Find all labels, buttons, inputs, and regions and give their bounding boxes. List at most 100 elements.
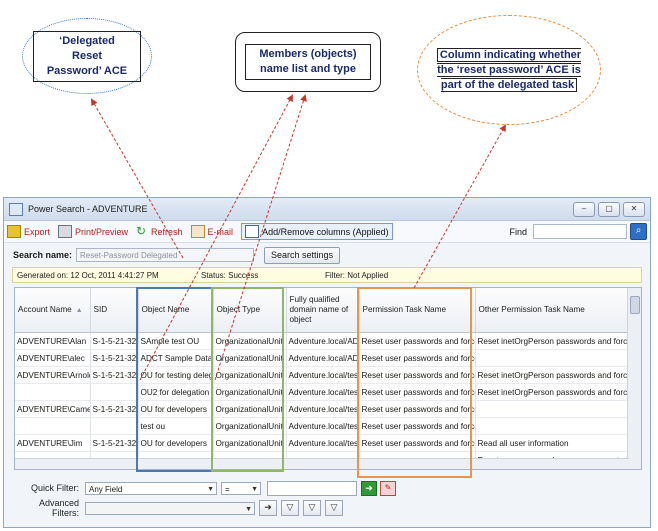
permission-task-cell: Reset user passwords and force — [359, 434, 476, 452]
account-name-cell: ADVENTURE\Alan — [15, 332, 91, 350]
permission-task-cell: Reset user passwords and force — [359, 400, 476, 418]
field-select-value: Any Field — [89, 484, 123, 494]
vertical-scrollbar[interactable] — [627, 288, 641, 469]
sid-cell: S-1-5-21-32 — [90, 332, 139, 350]
refresh-icon: ↻ — [136, 224, 147, 238]
find-button[interactable]: ⌕ — [630, 223, 647, 240]
column-header-fqdn[interactable]: Fully qualified domain name of object — [286, 288, 360, 333]
other-permission-task-cell: Reset inetOrgPerson passwords and force — [475, 383, 628, 401]
search-name-field: Reset-Password Delegated — [76, 248, 255, 262]
account-name-cell — [15, 417, 91, 435]
object-name-cell: OU2 for delegation — [138, 383, 214, 401]
object-type-cell: OrganizationalUnit — [213, 349, 287, 367]
restore-button[interactable]: ▢ — [598, 201, 620, 217]
search-icon: ⌕ — [635, 225, 642, 236]
column-header-other-permission-task[interactable]: Other Permission Task Name — [475, 288, 628, 333]
sid-cell — [90, 417, 139, 435]
other-permission-task-cell: Read all user information — [475, 434, 628, 452]
account-name-cell: ADVENTURE\Arnold — [15, 366, 91, 384]
column-header-object-name[interactable]: Object Name — [138, 288, 214, 333]
chevron-down-icon: ▼ — [245, 505, 252, 513]
refresh-label: Refresh — [151, 226, 183, 237]
quick-filter-field-select[interactable]: Any Field ▼ — [85, 481, 217, 495]
sid-cell: S-1-5-21-32 — [90, 434, 139, 452]
column-header-account-name[interactable]: Account Name▲ — [15, 288, 91, 333]
permission-task-cell: Reset user passwords and force — [359, 383, 476, 401]
advanced-filter-row: Advanced Filters: ▼ ➜ ▽ ▽ ▽ — [14, 498, 642, 518]
other-permission-task-cell — [475, 349, 628, 367]
search-name-row: Search name: Reset-Password Delegated Se… — [4, 243, 650, 267]
column-header-permission-task[interactable]: Permission Task Name — [359, 288, 476, 333]
search-settings-button[interactable]: Search settings — [264, 246, 341, 264]
advanced-filters-label: Advanced Filters: — [38, 498, 79, 518]
status-bar: Generated on: 12 Oct, 2011 4:41:27 PM St… — [12, 267, 642, 283]
arrow-right-icon: ➜ — [365, 482, 373, 493]
chevron-down-icon: ▼ — [207, 485, 214, 493]
clear-filter-button[interactable]: ✎ — [380, 480, 396, 496]
callout-members-text: Members (objects) name list and type — [259, 48, 357, 75]
columns-label: Add/Remove columns (Applied) — [262, 226, 389, 237]
results-table: Account Name▲ SID Object Name Object Typ… — [15, 288, 628, 469]
fqdn-cell: Adventure.local/AD — [286, 332, 360, 350]
fqdn-cell: Adventure.local/tes — [286, 417, 360, 435]
sid-cell: S-1-5-21-32 — [90, 349, 139, 367]
generated-on: Generated on: 12 Oct, 2011 4:41:27 PM — [17, 270, 159, 280]
print-preview-button[interactable]: Print/Preview — [58, 225, 128, 238]
search-name-label: Search name: — [13, 250, 73, 260]
callout-permission-column: Column indicating whether the ‘reset pas… — [417, 15, 601, 125]
apply-filter-button[interactable]: ➜ — [361, 480, 377, 496]
column-header-sid[interactable]: SID — [90, 288, 139, 333]
operator-select-value: = — [225, 484, 230, 494]
filter-status: Filter: Not Applied — [325, 270, 389, 280]
object-type-cell: OrganizationalUnit — [213, 366, 287, 384]
account-name-cell: ADVENTURE\Jim — [15, 434, 91, 452]
add-remove-columns-button[interactable]: Add/Remove columns (Applied) — [241, 223, 393, 240]
window-title: Power Search - ADVENTURE — [28, 204, 148, 214]
filter-button[interactable]: ▽ — [281, 500, 299, 516]
account-name-cell: ADVENTURE\Camer — [15, 400, 91, 418]
callout-column-text: Column indicating whether the ‘reset pas… — [436, 47, 582, 92]
scroll-thumb[interactable] — [630, 296, 640, 314]
fqdn-cell: Adventure.local/tes — [286, 400, 360, 418]
sid-cell — [90, 383, 139, 401]
quick-filter-value-input[interactable] — [267, 480, 357, 496]
object-type-cell: OrganizationalUnit — [213, 383, 287, 401]
column-header-object-type[interactable]: Object Type — [213, 288, 287, 333]
sid-cell: S-1-5-21-32 — [90, 366, 139, 384]
close-button[interactable]: ✕ — [623, 201, 645, 217]
fqdn-cell: Adventure.local/tes — [286, 383, 360, 401]
object-name-cell: OU for developers — [138, 434, 214, 452]
envelope-icon — [190, 225, 205, 238]
minimize-button[interactable]: – — [573, 201, 595, 217]
export-button[interactable]: Export — [7, 225, 50, 238]
refresh-button[interactable]: ↻ Refresh — [136, 224, 183, 238]
quick-filter-label: Quick Filter: — [30, 483, 79, 493]
other-permission-task-cell: Reset inetOrgPerson passwords and force — [475, 332, 628, 350]
permission-task-cell: Reset user passwords and force — [359, 366, 476, 384]
object-name-cell: OU for testing deleg — [138, 366, 214, 384]
sort-ascending-icon: ▲ — [75, 306, 83, 314]
app-window-icon — [9, 202, 23, 216]
object-name-cell: test ou — [138, 417, 214, 435]
status-text: Status: Success — [201, 270, 259, 280]
filter-add-button[interactable]: ▽ — [303, 500, 321, 516]
filter-remove-button[interactable]: ▽ — [325, 500, 343, 516]
email-label: E-mail — [207, 226, 234, 237]
callout-members-list: Members (objects) name list and type — [235, 32, 381, 92]
permission-task-cell: Reset user passwords and force — [359, 417, 476, 435]
quick-filter-operator-select[interactable]: =▼ — [221, 481, 261, 495]
title-bar[interactable]: Power Search - ADVENTURE – ▢ ✕ — [4, 198, 650, 221]
email-button[interactable]: E-mail — [190, 225, 234, 238]
advanced-filter-go-button[interactable]: ➜ — [259, 500, 277, 516]
find-input[interactable] — [533, 224, 627, 239]
horizontal-scrollbar[interactable] — [15, 458, 629, 469]
other-permission-task-cell — [475, 417, 628, 435]
advanced-filters-select[interactable]: ▼ — [85, 501, 255, 515]
